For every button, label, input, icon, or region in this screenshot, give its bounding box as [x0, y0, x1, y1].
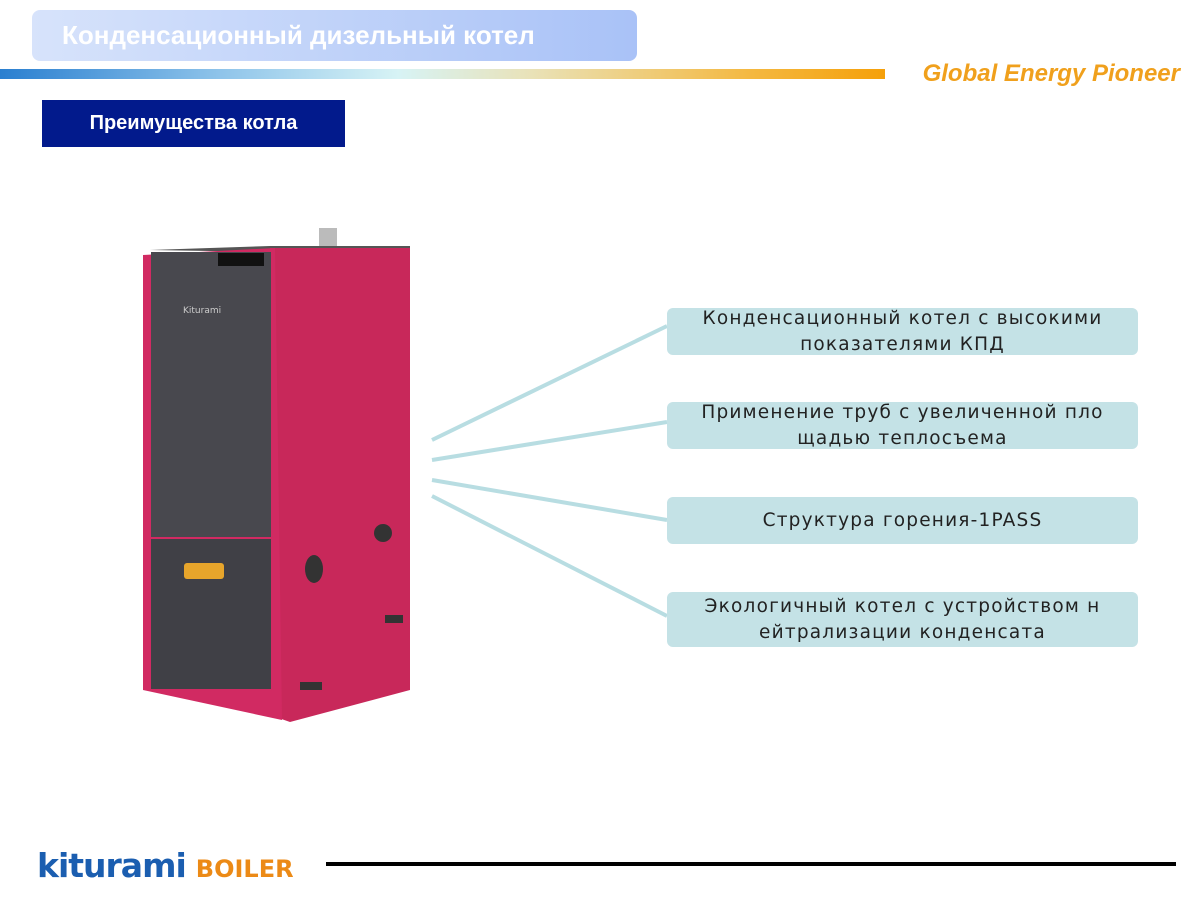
kiturami-boiler-logo: kiturami BOILER — [37, 846, 294, 885]
connector-line — [431, 478, 668, 522]
feature-text: Структура горения-1PASS — [762, 509, 1043, 531]
connector-line — [431, 494, 668, 618]
feature-box: Структура горения-1PASS — [667, 497, 1138, 544]
slide-title: Конденсационный дизельный котел — [62, 20, 535, 50]
connector-line — [431, 324, 668, 442]
feature-text: Применение труб с увеличенной пло — [701, 401, 1104, 423]
feature-text: Конденсационный котел с высокими — [702, 307, 1103, 329]
front-label — [184, 563, 224, 579]
connector-line — [431, 420, 668, 462]
boiler-lower-panel — [151, 539, 271, 689]
footer-divider — [326, 862, 1176, 866]
feature-text: Экологичный котел с устройством н — [704, 595, 1101, 617]
header-stripe — [0, 69, 885, 79]
feature-box: Конденсационный котел с высокими показате… — [667, 308, 1138, 355]
side-port — [305, 555, 323, 583]
flue-pipe — [319, 228, 337, 248]
section-title: Преимущества котла — [89, 112, 298, 134]
feature-text: показателями КПД — [800, 333, 1005, 355]
feature-text: ейтрализации конденсата — [759, 621, 1046, 643]
feature-box: Применение труб с увеличенной пло щадью т… — [667, 402, 1138, 449]
burner-port — [374, 524, 392, 542]
title-banner: Конденсационный дизельный котел — [32, 10, 637, 61]
base-foot — [300, 682, 322, 690]
eco-badge — [218, 253, 264, 266]
connector-lines — [431, 324, 668, 618]
feature-box: Экологичный котел с устройством н ейтрали… — [667, 592, 1138, 647]
logo-brand: kiturami — [37, 846, 187, 885]
feature-text: щадью теплосъема — [797, 427, 1008, 449]
base-foot — [385, 615, 403, 623]
section-header: Преимущества котла — [42, 100, 345, 147]
brand-mark: Kiturami — [183, 306, 221, 316]
boiler-front-panel — [151, 252, 271, 537]
tagline: Global Energy Pioneer — [922, 60, 1180, 87]
logo-product: BOILER — [195, 855, 294, 883]
boiler-side-panel — [270, 248, 410, 722]
